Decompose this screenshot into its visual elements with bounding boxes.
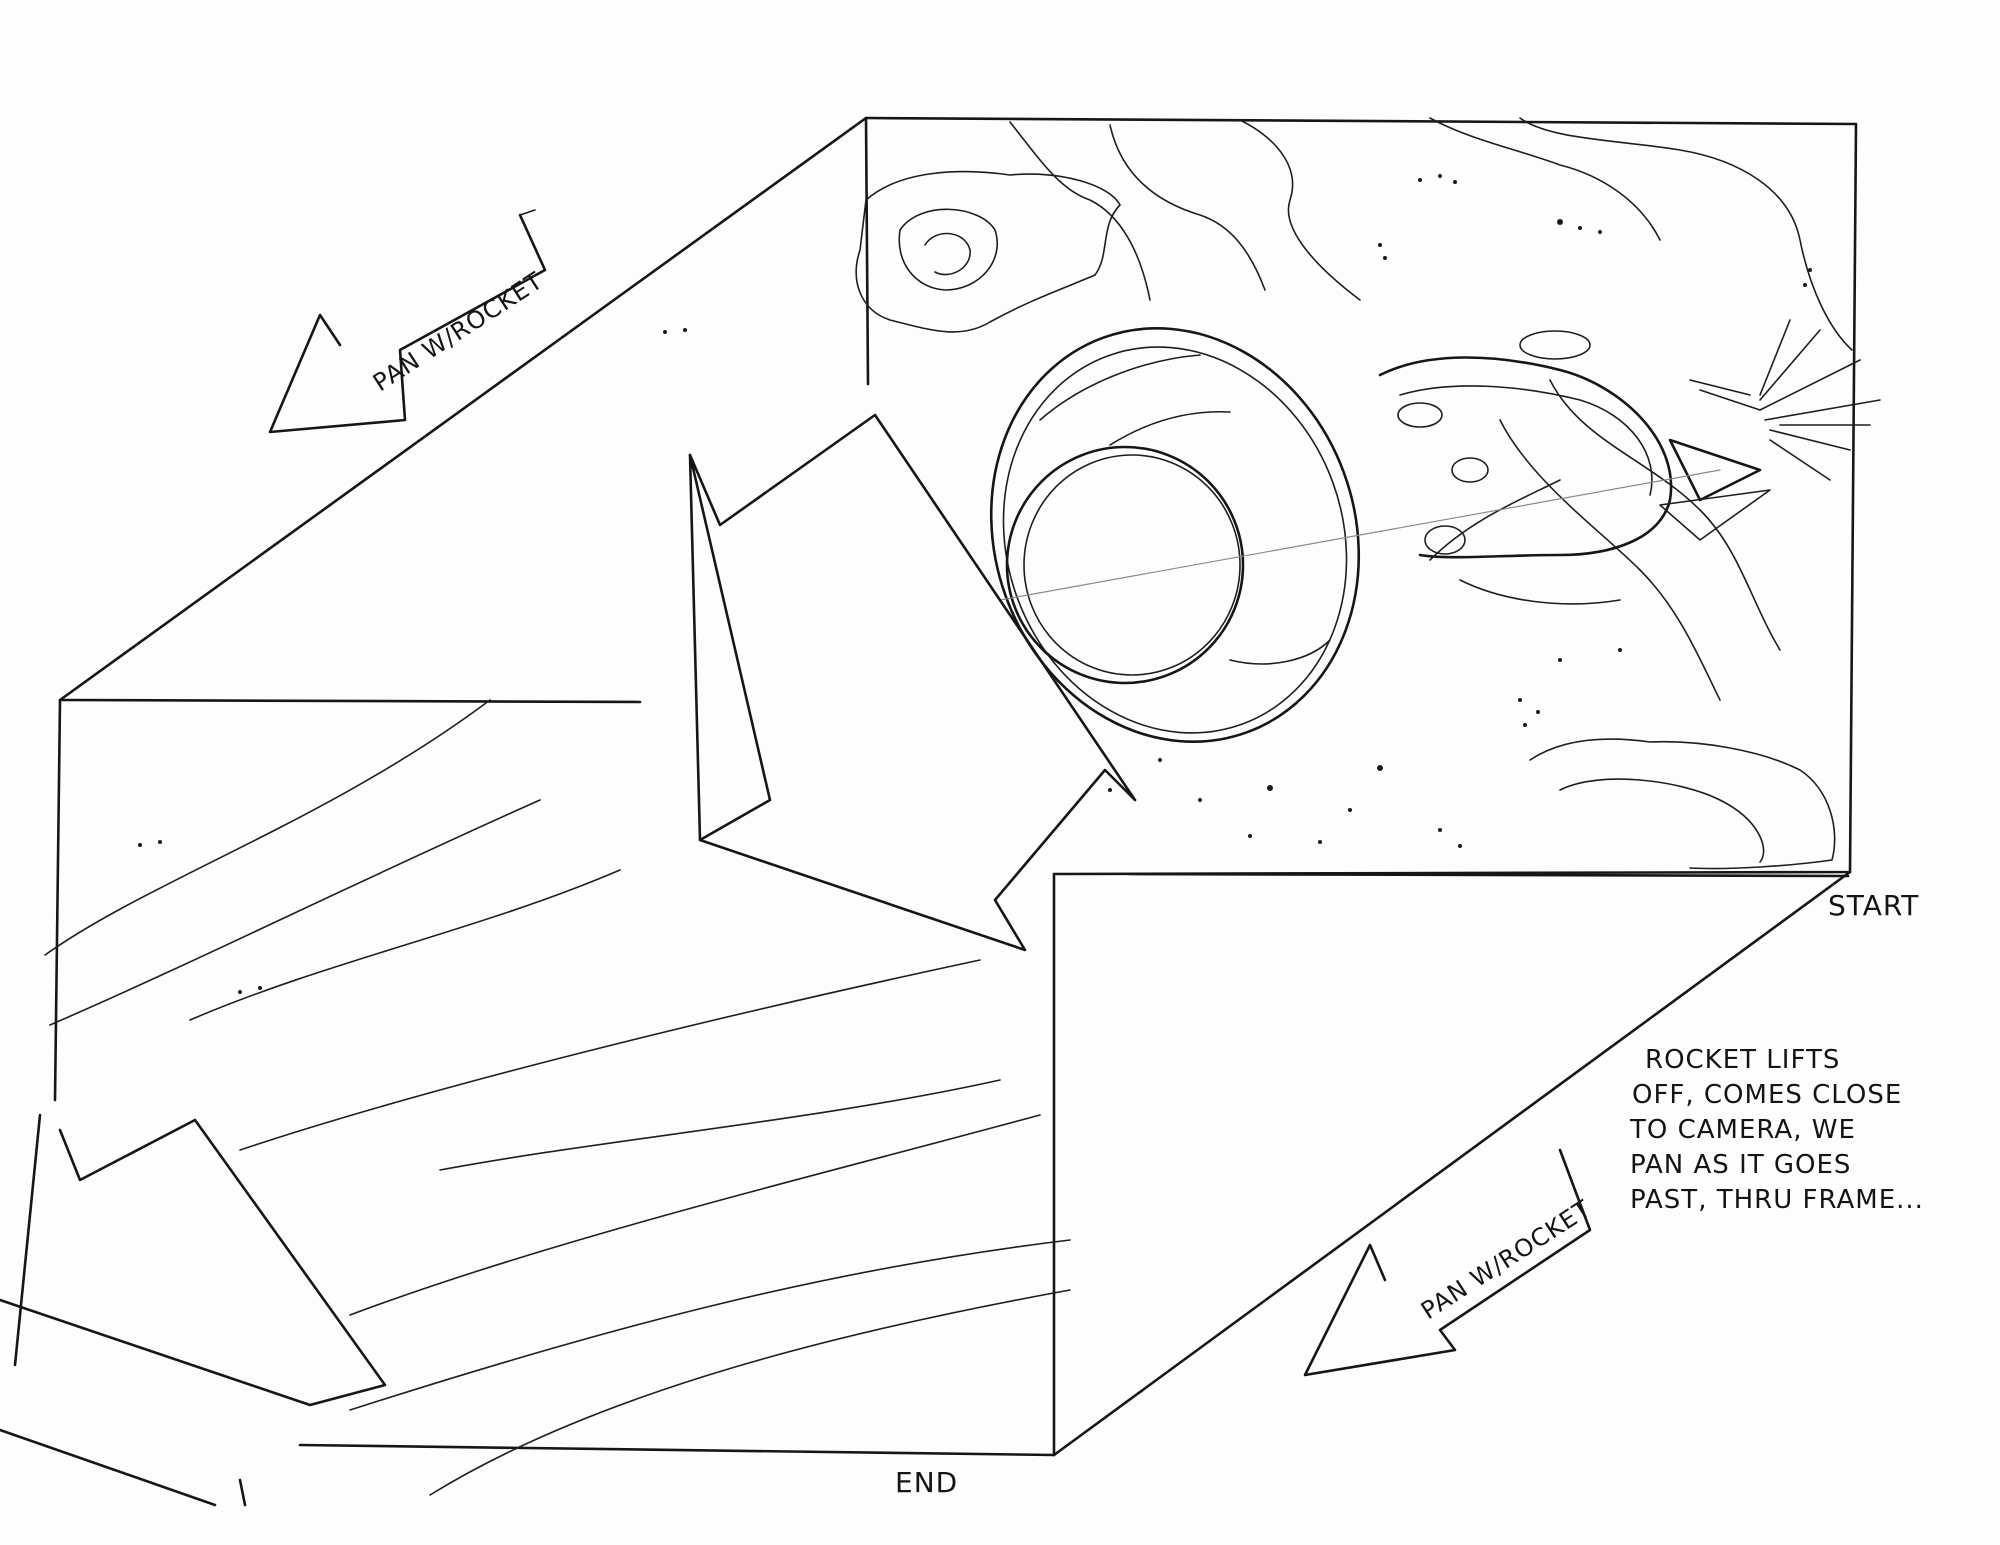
note-line: ROCKET LIFTS — [1645, 1045, 1840, 1075]
note-line: PAST, THRU FRAME... — [1630, 1185, 1924, 1215]
end-label: END — [895, 1466, 958, 1499]
pan-label-lower: PAN W/ROCKET — [1416, 1194, 1596, 1325]
start-label: START — [1828, 889, 1919, 922]
start-frame — [855, 116, 1858, 878]
note-line: OFF, COMES CLOSE — [1632, 1080, 1902, 1110]
motion-arrow-icon — [688, 413, 1137, 952]
note-line: PAN AS IT GOES — [1630, 1150, 1851, 1180]
pan-arrow-icon — [1303, 1148, 1592, 1377]
rocket-icon — [989, 319, 1881, 744]
note-line: TO CAMERA, WE — [1629, 1115, 1856, 1145]
end-frame — [0, 116, 1852, 1507]
pan-arrow-icon — [268, 209, 547, 434]
pan-label-upper: PAN W/ROCKET — [368, 266, 548, 397]
scene-note: ROCKET LIFTS OFF, COMES CLOSE TO CAMERA,… — [1629, 1045, 1924, 1215]
